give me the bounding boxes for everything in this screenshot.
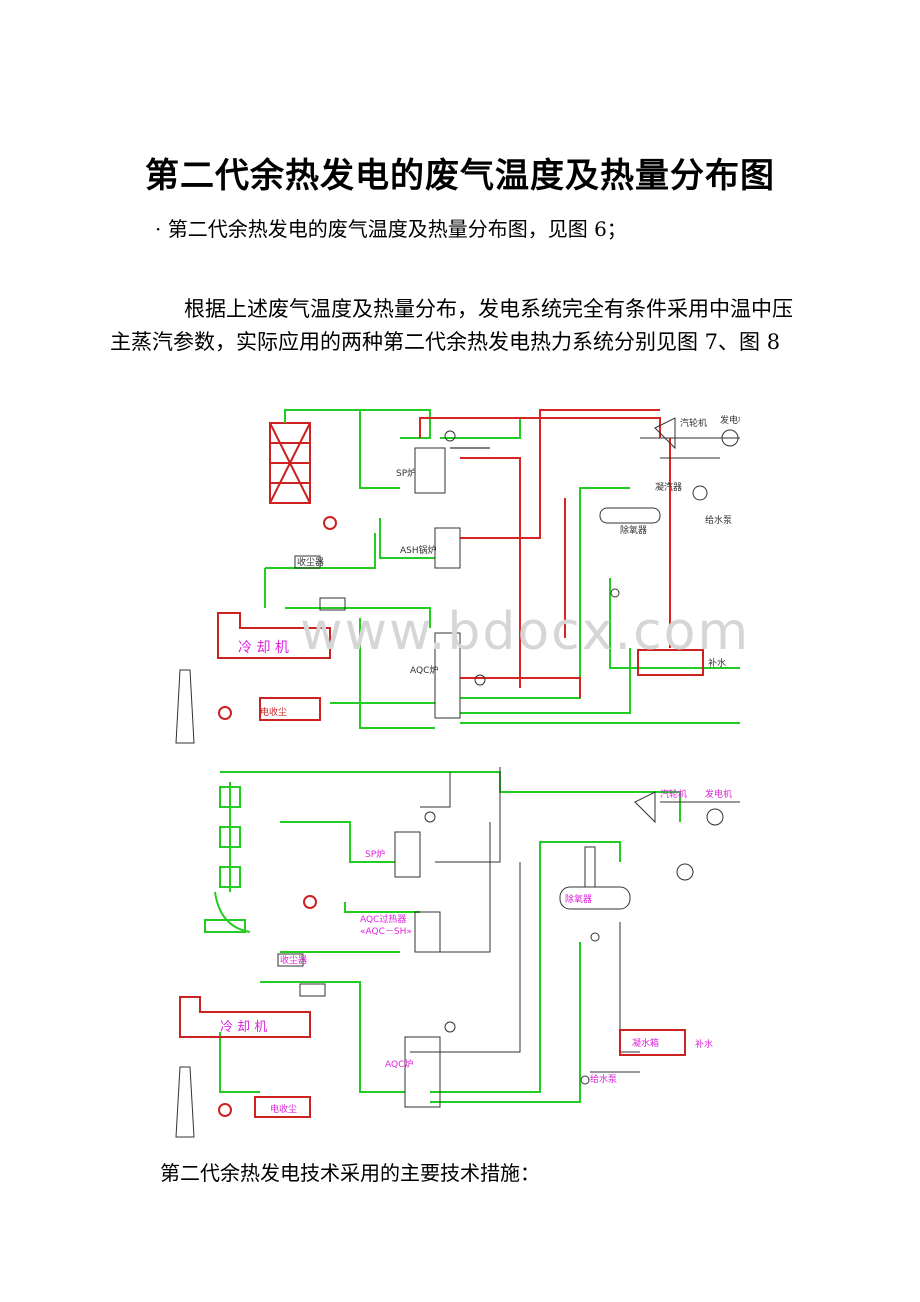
aqc-label: AQC炉 <box>385 1058 413 1070</box>
generator-label: 发电机 <box>705 788 732 800</box>
condensate-tank <box>619 1029 686 1056</box>
turbine-label: 汽轮机 <box>660 788 687 800</box>
figure-7-diagram: SP炉 ASH锅炉 AQC炉 电收尘 收尘器 汽轮机 发电机 凝汽器 除氧器 补… <box>175 409 740 744</box>
deaerator <box>599 507 661 524</box>
chimney <box>175 1066 195 1138</box>
watermark: www.bdocx.com <box>300 602 751 662</box>
deaerator-label: 除氧器 <box>620 524 647 536</box>
precipitator <box>259 697 321 721</box>
sp-label: SP炉 <box>396 467 416 479</box>
water-tank <box>637 649 704 676</box>
aqc-sh2-label: «AQC－SH» <box>360 927 412 937</box>
pump-label: 给水泵 <box>590 1073 617 1085</box>
precip-label: 电收尘 <box>260 706 287 718</box>
turbine <box>634 791 656 824</box>
clinker-cooler <box>179 996 311 1038</box>
dust-label: 收尘器 <box>297 556 324 568</box>
tank-label: 凝水箱 <box>632 1037 659 1049</box>
condenser-label: 凝汽器 <box>655 481 682 493</box>
water-label: 补水 <box>695 1038 713 1050</box>
body-paragraph: 根据上述废气温度及热量分布，发电系统完全有条件采用中温中压主蒸汽参数，实际应用的… <box>110 293 810 359</box>
ash-boiler <box>434 527 461 569</box>
turbine-label: 汽轮机 <box>680 417 707 429</box>
dust-label: 收尘器 <box>280 954 307 966</box>
cooler-label: 冷 却 机 <box>220 1020 267 1035</box>
aqc-boiler <box>404 1036 441 1108</box>
cooler-label: 冷 却 机 <box>238 640 289 656</box>
pump-label: 给水泵 <box>705 514 732 526</box>
ash-label: ASH锅炉 <box>400 544 437 556</box>
generator-label: 发电机 <box>720 414 740 426</box>
chimney <box>175 669 195 744</box>
sp-label: SP炉 <box>365 848 385 860</box>
generator <box>721 429 739 447</box>
aqc-sh-boiler <box>414 911 441 953</box>
figure-reference-line: · 第二代余热发电的废气温度及热量分布图，见图 6； <box>155 217 627 241</box>
generator <box>706 808 724 826</box>
aqc-sh-label: AQC过热器 <box>360 913 406 925</box>
turbine <box>654 417 676 450</box>
precip-label: 电收尘 <box>270 1103 297 1115</box>
aqc-label: AQC炉 <box>410 664 438 676</box>
clinker-cooler <box>217 612 331 659</box>
page-title: 第二代余热发电的废气温度及热量分布图 <box>145 156 775 196</box>
tank-label: 补水 <box>708 657 726 669</box>
deaerator-label: 除氧器 <box>565 893 592 905</box>
figure-8-diagram: SP炉 AQC过热器 «AQC－SH» AQC炉 电收尘 收尘器 汽轮机 发电机… <box>175 767 740 1138</box>
paragraph-text: 根据上述废气温度及热量分布，发电系统完全有条件采用中温中压主蒸汽参数，实际应用的… <box>110 297 793 354</box>
sp-boiler <box>414 447 446 494</box>
precipitator <box>254 1096 311 1118</box>
sp-boiler <box>394 831 421 878</box>
closing-heading: 第二代余热发电技术采用的主要技术措施： <box>160 1161 540 1185</box>
aqc-boiler <box>434 632 461 719</box>
